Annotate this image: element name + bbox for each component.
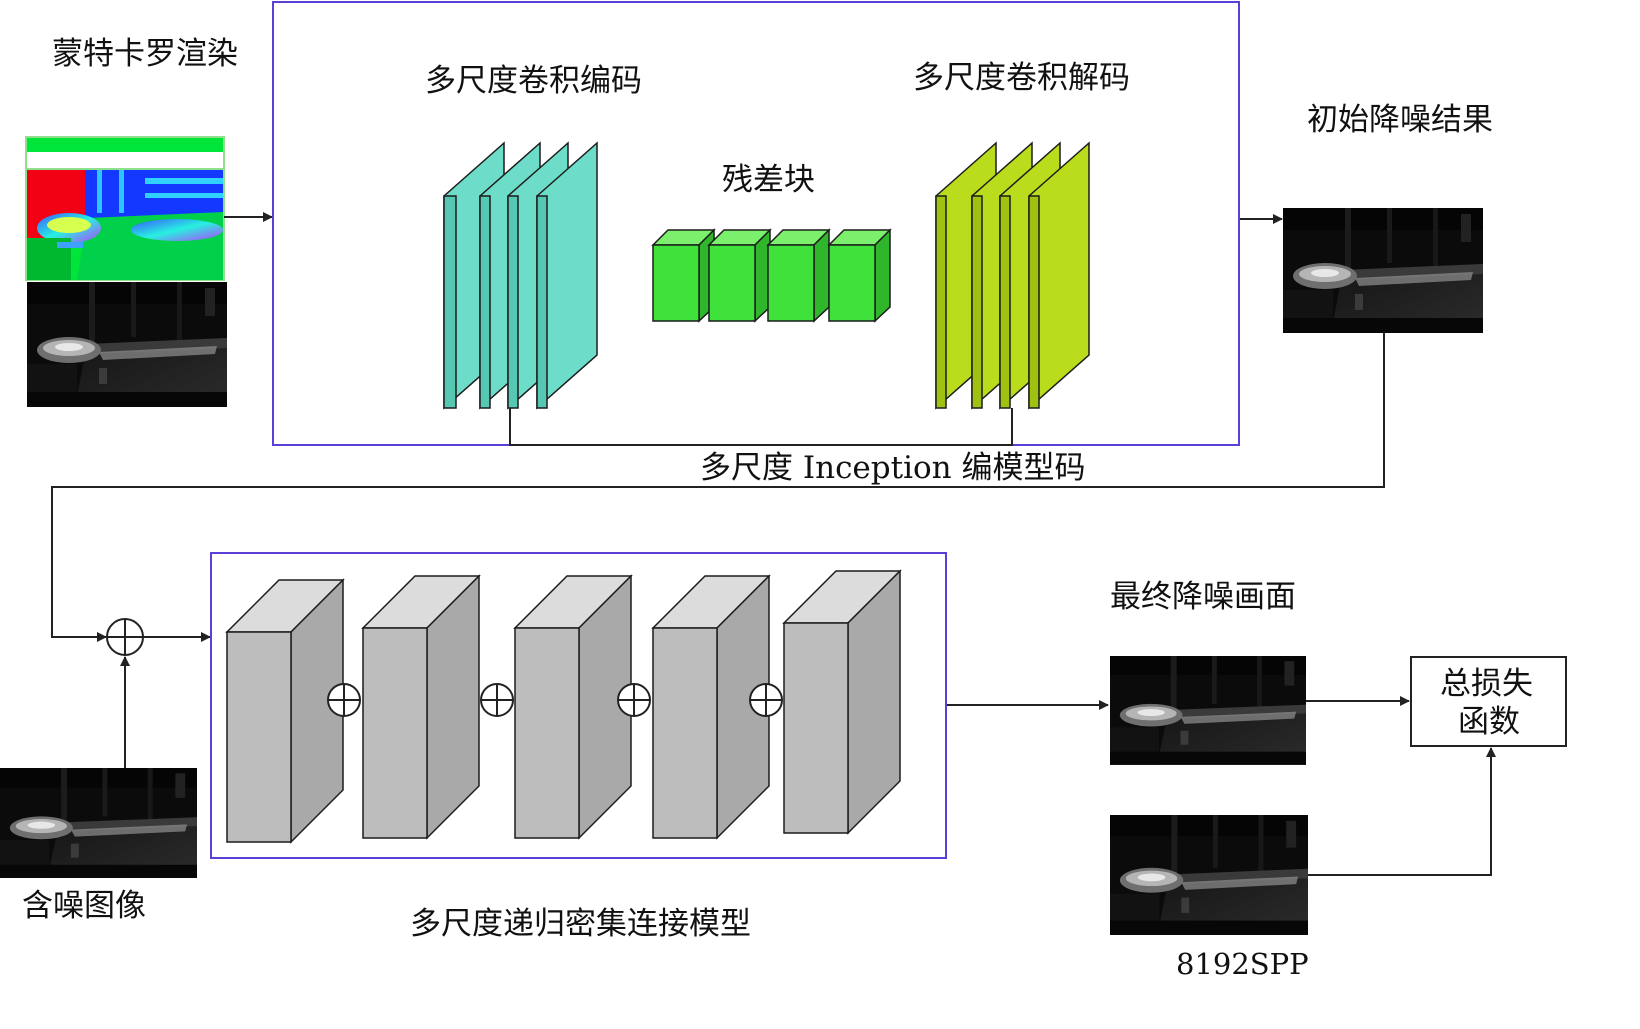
encoder-layers [443, 141, 598, 410]
sum-node-icon [480, 683, 514, 717]
final-denoised-image [1110, 656, 1306, 765]
noisy-image [0, 768, 197, 878]
decode-label: 多尺度卷积解码 [913, 60, 1130, 96]
sum-node-icon [749, 683, 783, 717]
dense-block [651, 574, 771, 840]
input-feature-images [25, 136, 227, 407]
input-noisy-render [27, 282, 227, 407]
dense-model-frame [210, 552, 947, 859]
arrow-reference-to-loss [1308, 747, 1496, 876]
skip-connection [509, 408, 1013, 446]
loss-label-line2: 函数 [1458, 704, 1520, 740]
encode-label: 多尺度卷积编码 [425, 63, 642, 99]
dense-block [361, 574, 481, 840]
loss-label-line1: 总损失 [1440, 666, 1533, 702]
residual-block [707, 228, 772, 323]
noisy-image-label: 含噪图像 [22, 888, 146, 924]
sum-node-icon [106, 618, 144, 656]
sum-node-icon [327, 683, 361, 717]
residual-blocks [651, 228, 892, 323]
final-frame-label: 最终降噪画面 [1110, 579, 1296, 615]
inception-model-label: 多尺度 Inception 编模型码 [700, 450, 1085, 486]
reference-image [1110, 815, 1308, 935]
decoder-layer [1028, 141, 1090, 410]
dense-block [513, 574, 633, 840]
decoder-layers [935, 141, 1090, 410]
dense-blocks [225, 569, 902, 844]
dense-block [225, 578, 345, 844]
dense-model-label: 多尺度递归密集连接模型 [410, 906, 751, 942]
sum-node-icon [617, 683, 651, 717]
dense-block [782, 569, 902, 835]
encoder-layer [536, 141, 598, 410]
reference-spp-label: 8192SPP [1176, 947, 1309, 981]
residual-block [827, 228, 892, 323]
initial-result-label: 初始降噪结果 [1307, 102, 1493, 138]
loss-function-box [1410, 656, 1567, 747]
mc-render-label: 蒙特卡罗渲染 [52, 36, 238, 72]
residual-block [766, 228, 831, 323]
feedback-path [51, 333, 1385, 642]
residual-block [651, 228, 716, 323]
residual-label: 残差块 [722, 162, 815, 198]
initial-result-image [1283, 208, 1483, 333]
